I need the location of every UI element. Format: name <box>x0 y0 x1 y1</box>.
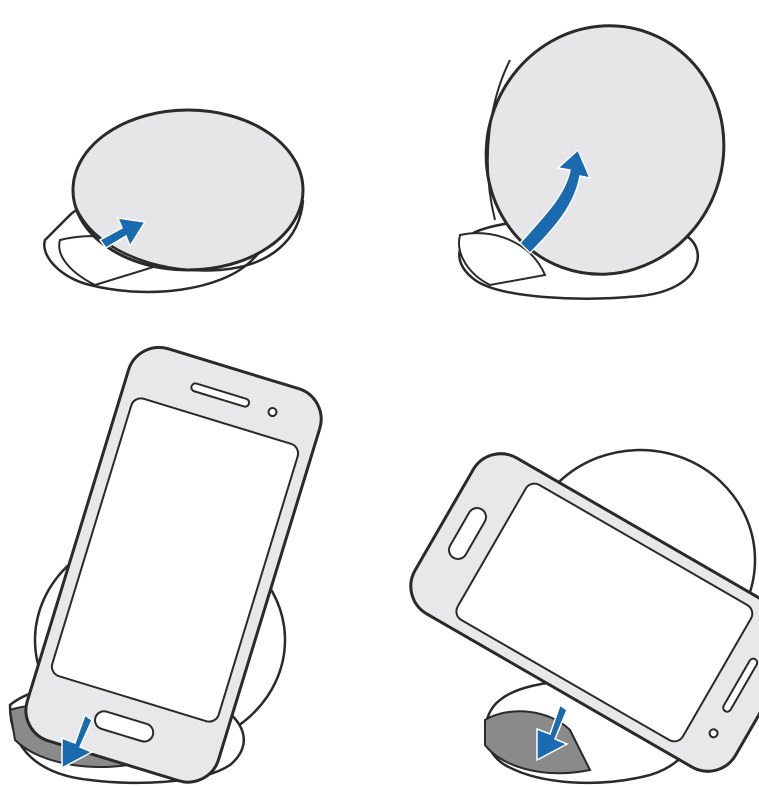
step-2-raised-pad <box>380 0 759 320</box>
phone <box>18 340 329 787</box>
front-camera <box>268 407 278 417</box>
step-4-phone-landscape <box>380 320 759 787</box>
phone-landscape-illustration <box>380 320 759 787</box>
step-1-flat-pad <box>0 0 380 320</box>
step-3-phone-portrait <box>0 320 380 787</box>
flat-pad-illustration <box>0 0 380 320</box>
raised-pad-illustration <box>380 0 759 320</box>
phone-portrait-illustration <box>0 320 380 787</box>
